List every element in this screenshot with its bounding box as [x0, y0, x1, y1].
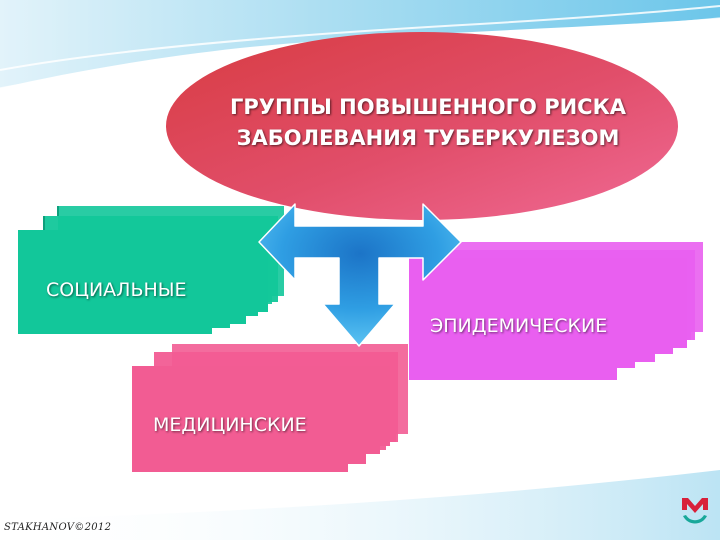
epidemic-block — [409, 242, 703, 380]
title-line-2: ЗАБОЛЕВАНИЯ ТУБЕРКУЛЕЗОМ — [236, 126, 620, 150]
group-social-label: СОЦИАЛЬНЫЕ — [46, 279, 187, 301]
title-ellipse — [166, 32, 678, 220]
group-medical-label: МЕДИЦИНСКИЕ — [153, 414, 307, 436]
medical-block — [132, 344, 408, 472]
footer-copyright: STAKHANOV©2012 — [4, 522, 112, 533]
title-line-1: ГРУППЫ ПОВЫШЕННОГО РИСКА — [229, 95, 626, 119]
social-block — [18, 206, 284, 334]
three-way-arrow-icon — [258, 203, 462, 347]
diagram-title: ГРУППЫ ПОВЫШЕННОГО РИСКА ЗАБОЛЕВАНИЯ ТУБ… — [178, 92, 678, 154]
group-epidemic-label: ЭПИДЕМИЧЕСКИЕ — [430, 315, 608, 337]
m-logo-icon — [682, 498, 708, 524]
